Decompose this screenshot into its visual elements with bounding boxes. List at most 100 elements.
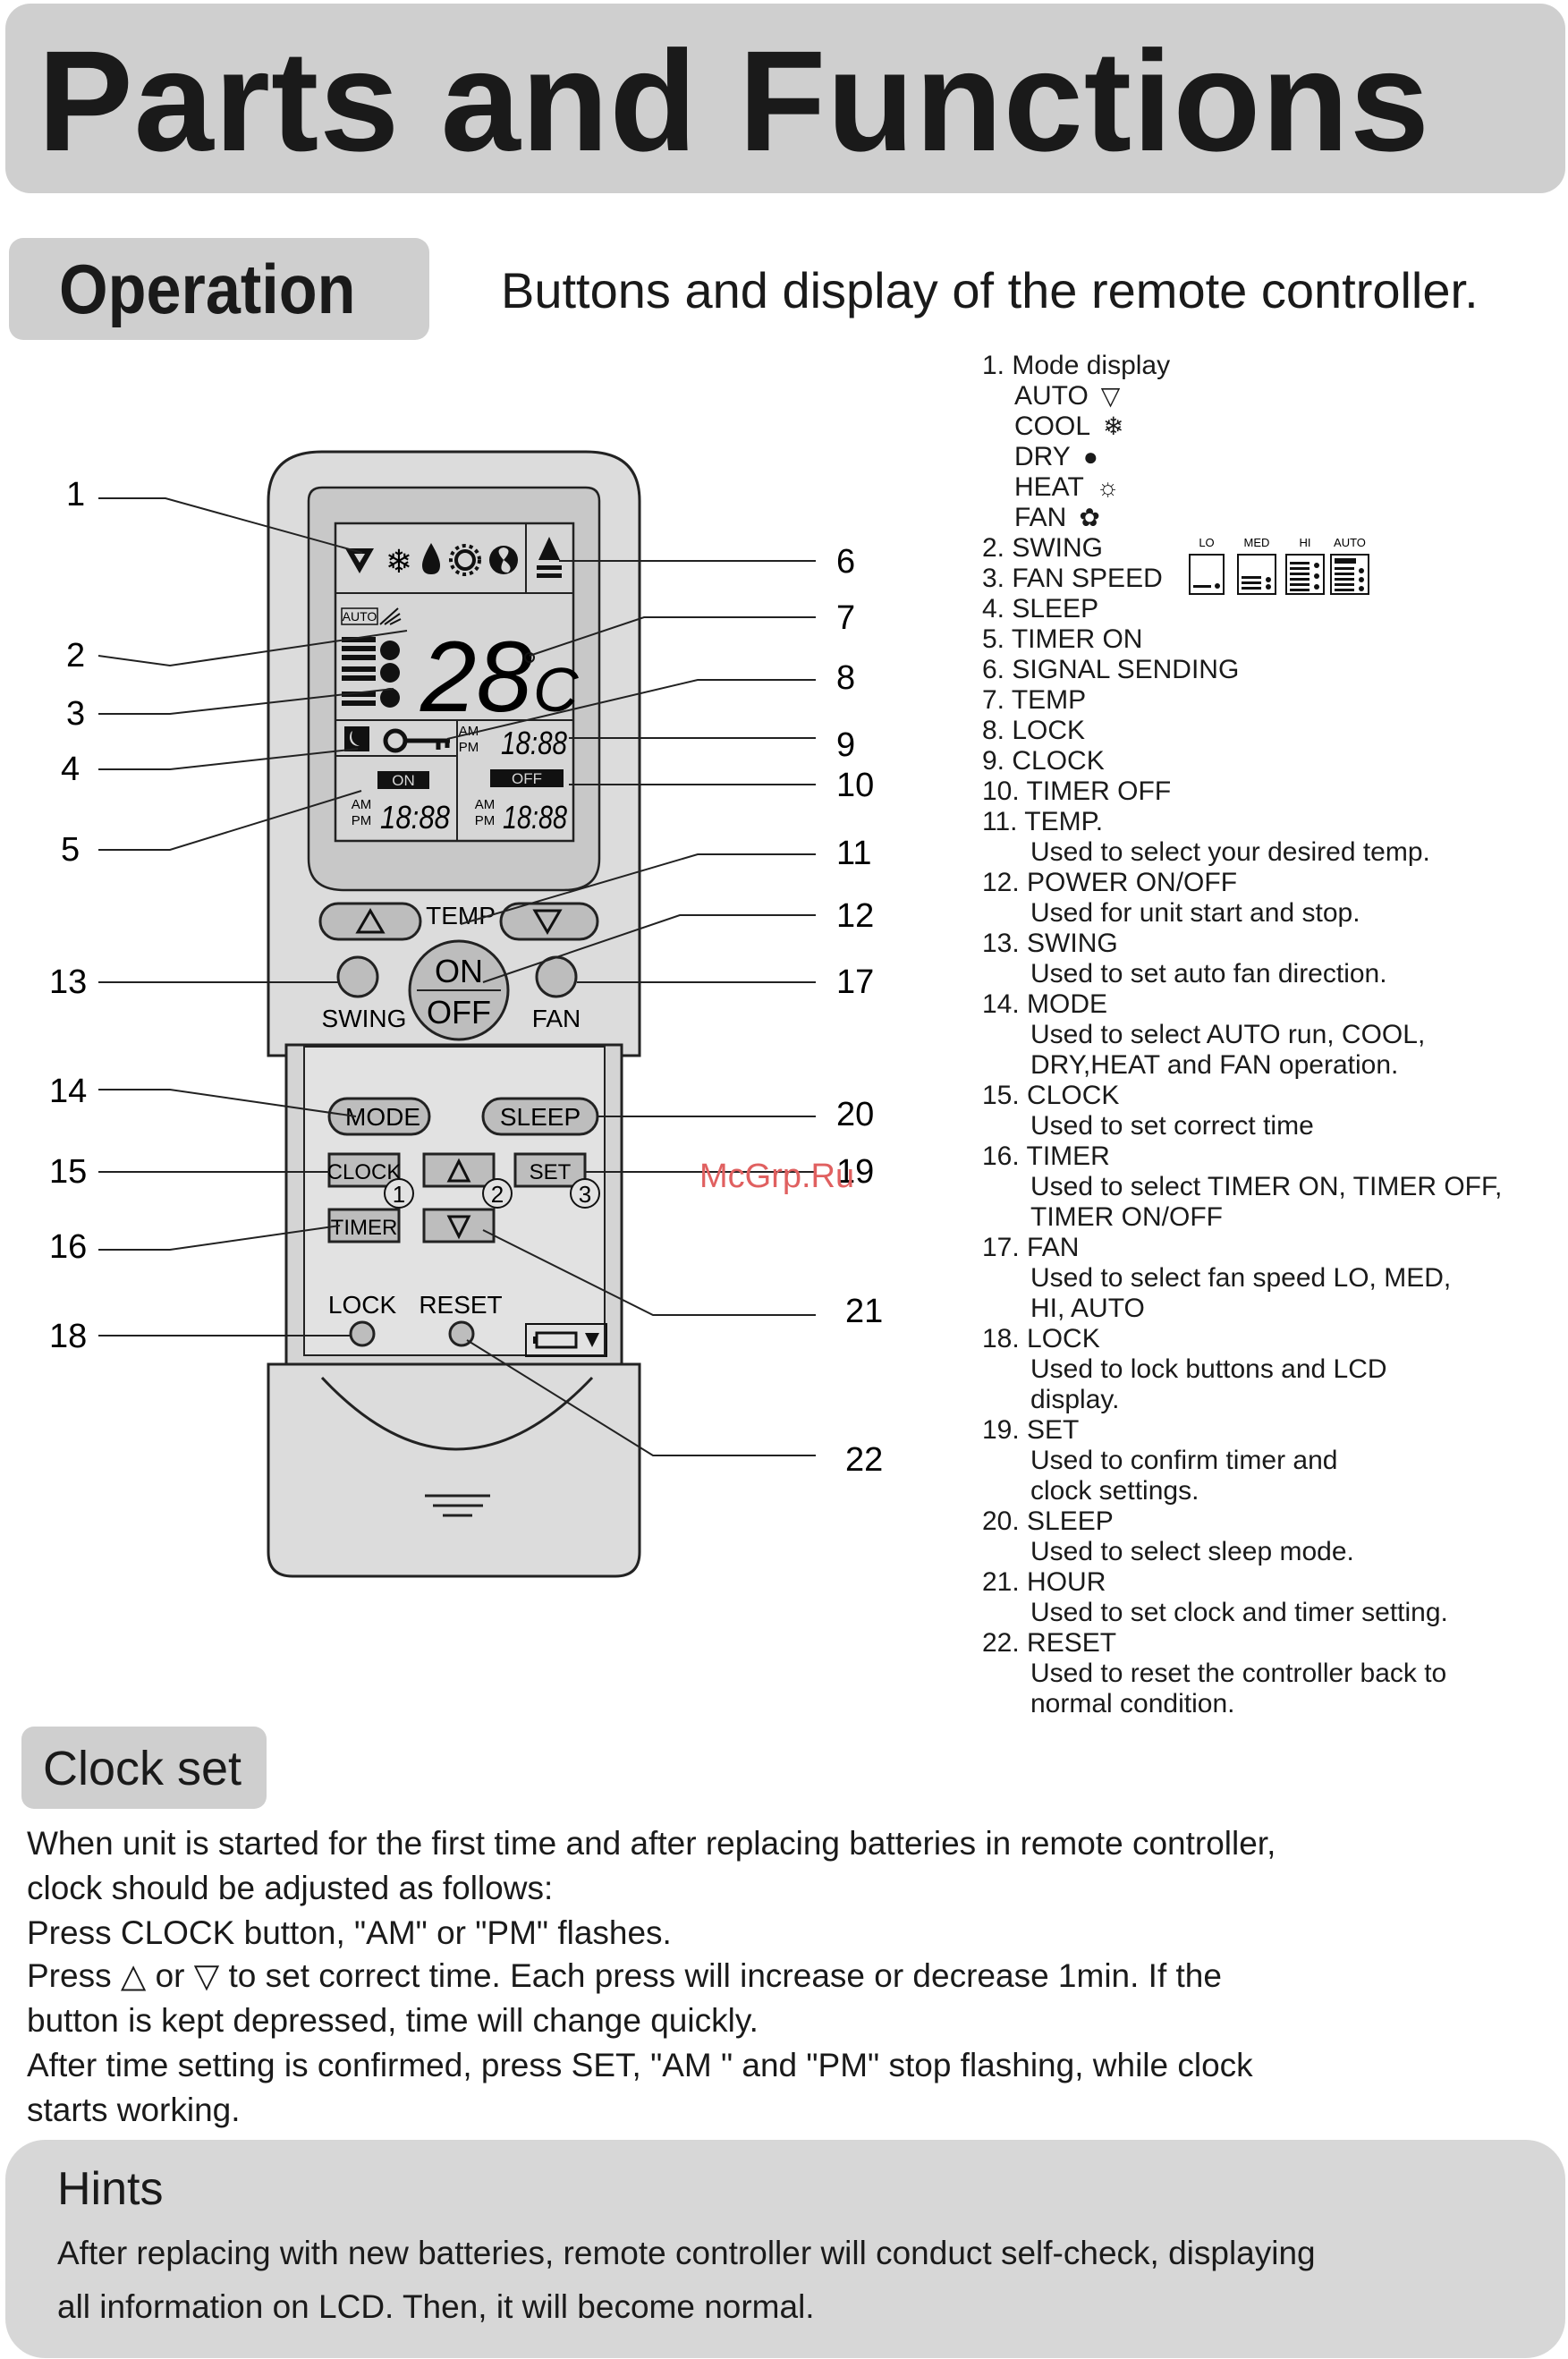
legend-item-14: 14. MODE: [982, 989, 1108, 1019]
lcd-timer-off: 18:88: [503, 799, 567, 836]
auto-mode-icon: [345, 548, 374, 573]
legend-desc-14b: DRY,HEAT and FAN operation.: [1030, 1050, 1399, 1080]
swing-button[interactable]: [336, 955, 379, 998]
callout-10: 10: [836, 767, 874, 804]
fan-speed-lo-label: LO: [1199, 536, 1214, 549]
callout-7: 7: [836, 599, 855, 637]
timer-off-pm: PM: [475, 813, 496, 828]
leader-lines: [97, 497, 816, 1456]
snowflake-icon: ❄: [1103, 412, 1124, 440]
swing-label: SWING: [322, 1005, 407, 1032]
clock-label: CLOCK: [327, 1160, 402, 1184]
fan-speed-indicators: LO MED HI AUTO: [1189, 536, 1369, 595]
clock-set-line-2: clock should be adjusted as follows:: [27, 1870, 554, 1906]
droplet-icon: ●: [1082, 443, 1098, 471]
callout-13: 13: [49, 963, 87, 1001]
fan-speed-med-label: MED: [1244, 536, 1270, 549]
lcd-clock: 18:88: [501, 725, 567, 761]
fan-speed-bars: [342, 637, 400, 708]
auto-mode-icon: ▽: [1100, 382, 1121, 410]
lock-label: LOCK: [328, 1291, 397, 1319]
temp-label: TEMP: [426, 902, 496, 929]
legend-item-11: 11. TEMP.: [982, 807, 1104, 836]
lock-button[interactable]: [349, 1320, 376, 1347]
legend-item-21: 21. HOUR: [982, 1567, 1106, 1597]
legend-desc-22a: Used to reset the controller back to: [1030, 1659, 1447, 1688]
hints-panel: [5, 2140, 1565, 2358]
legend-item-19: 19. SET: [982, 1415, 1080, 1445]
legend-list: 1. Mode display AUTO▽ COOL❄ DRY● HEAT☼ F…: [982, 351, 1568, 1719]
timer-button[interactable]: [327, 1208, 401, 1243]
lcd-temperature: 28: [420, 621, 532, 733]
droplet-icon: [422, 543, 440, 574]
power-off-label: OFF: [427, 994, 491, 1031]
mode-label: MODE: [345, 1103, 420, 1131]
legend-item-6: 6. SIGNAL SENDING: [982, 655, 1240, 684]
clock-set-line-5: button is kept depressed, time will chan…: [27, 2002, 759, 2039]
fan-label: FAN: [532, 1005, 581, 1032]
lcd-timer-on: 18:88: [380, 799, 450, 836]
temp-up-button[interactable]: [318, 902, 422, 941]
callout-21: 21: [845, 1293, 883, 1330]
legend-item-15: 15. CLOCK: [982, 1081, 1120, 1110]
operation-heading: Operation: [59, 250, 356, 328]
legend-item-20: 20. SLEEP: [982, 1506, 1114, 1536]
lcd-screen: [334, 522, 575, 843]
sun-icon: ☼: [1096, 473, 1120, 501]
legend-mode-dry: DRY●: [1014, 442, 1098, 471]
battery-icon: [525, 1323, 607, 1357]
remote-controller-diagram: ❄ AUTO 28 C AM PM 18:88: [49, 450, 883, 1578]
callout-19: 19: [836, 1153, 874, 1191]
timer-label: TIMER: [331, 1216, 398, 1240]
callout-20: 20: [836, 1096, 874, 1133]
legend-desc-15: Used to set correct time: [1030, 1111, 1314, 1141]
callout-1: 1: [66, 476, 85, 513]
reset-label: RESET: [419, 1291, 502, 1319]
callout-22: 22: [845, 1441, 883, 1479]
page-title: Parts and Functions: [38, 21, 1430, 181]
clock-set-tab: [21, 1727, 267, 1809]
legend-desc-19a: Used to confirm timer and: [1030, 1446, 1338, 1475]
lcd-off-badge: OFF: [512, 770, 542, 787]
sleep-label: SLEEP: [500, 1103, 581, 1131]
legend-desc-21: Used to set clock and timer setting.: [1030, 1598, 1448, 1627]
legend-item-22: 22. RESET: [982, 1628, 1117, 1658]
swing-icon: [379, 607, 402, 625]
step-3-marker: 3: [570, 1178, 600, 1209]
callout-17: 17: [836, 963, 874, 1001]
operation-subtitle: Buttons and display of the remote contro…: [501, 262, 1479, 318]
legend-desc-16a: Used to select TIMER ON, TIMER OFF,: [1030, 1172, 1503, 1201]
clock-set-line-6: After time setting is confirmed, press S…: [27, 2047, 1253, 2083]
legend-desc-12: Used for unit start and stop.: [1030, 898, 1360, 928]
legend-item-12: 12. POWER ON/OFF: [982, 868, 1238, 897]
temp-down-button[interactable]: [499, 902, 599, 941]
legend-desc-11: Used to select your desired temp.: [1030, 837, 1430, 867]
legend-item-4: 4. SLEEP: [982, 594, 1099, 624]
step-1-label: 1: [393, 1181, 405, 1208]
step-2-marker: 2: [482, 1178, 513, 1209]
legend-item-9: 9. CLOCK: [982, 746, 1105, 776]
legend-item-17: 17. FAN: [982, 1233, 1080, 1262]
lcd-auto-label: AUTO: [343, 609, 377, 624]
mode-button[interactable]: [327, 1097, 431, 1136]
clock-button[interactable]: [327, 1152, 401, 1188]
fan-button[interactable]: [535, 955, 578, 998]
legend-mode-display: 1. Mode display: [982, 351, 1171, 380]
callout-5: 5: [61, 831, 80, 869]
operation-tab: [9, 238, 429, 340]
callout-4: 4: [61, 751, 80, 788]
hints-heading: Hints: [57, 2163, 164, 2215]
set-button[interactable]: [513, 1152, 587, 1188]
clock-set-heading: Clock set: [43, 1742, 242, 1795]
legend-desc-19b: clock settings.: [1030, 1476, 1199, 1506]
legend-desc-14a: Used to select AUTO run, COOL,: [1030, 1020, 1426, 1049]
callout-14: 14: [49, 1073, 87, 1110]
title-banner: [5, 4, 1565, 193]
legend-mode-auto: AUTO▽: [1014, 381, 1121, 411]
legend-item-2: 2. SWING: [982, 533, 1104, 563]
callout-2: 2: [66, 637, 85, 675]
callout-6: 6: [836, 543, 855, 581]
key-icon: [383, 728, 450, 753]
step-3-label: 3: [579, 1181, 591, 1208]
timer-off-am: AM: [475, 797, 496, 812]
